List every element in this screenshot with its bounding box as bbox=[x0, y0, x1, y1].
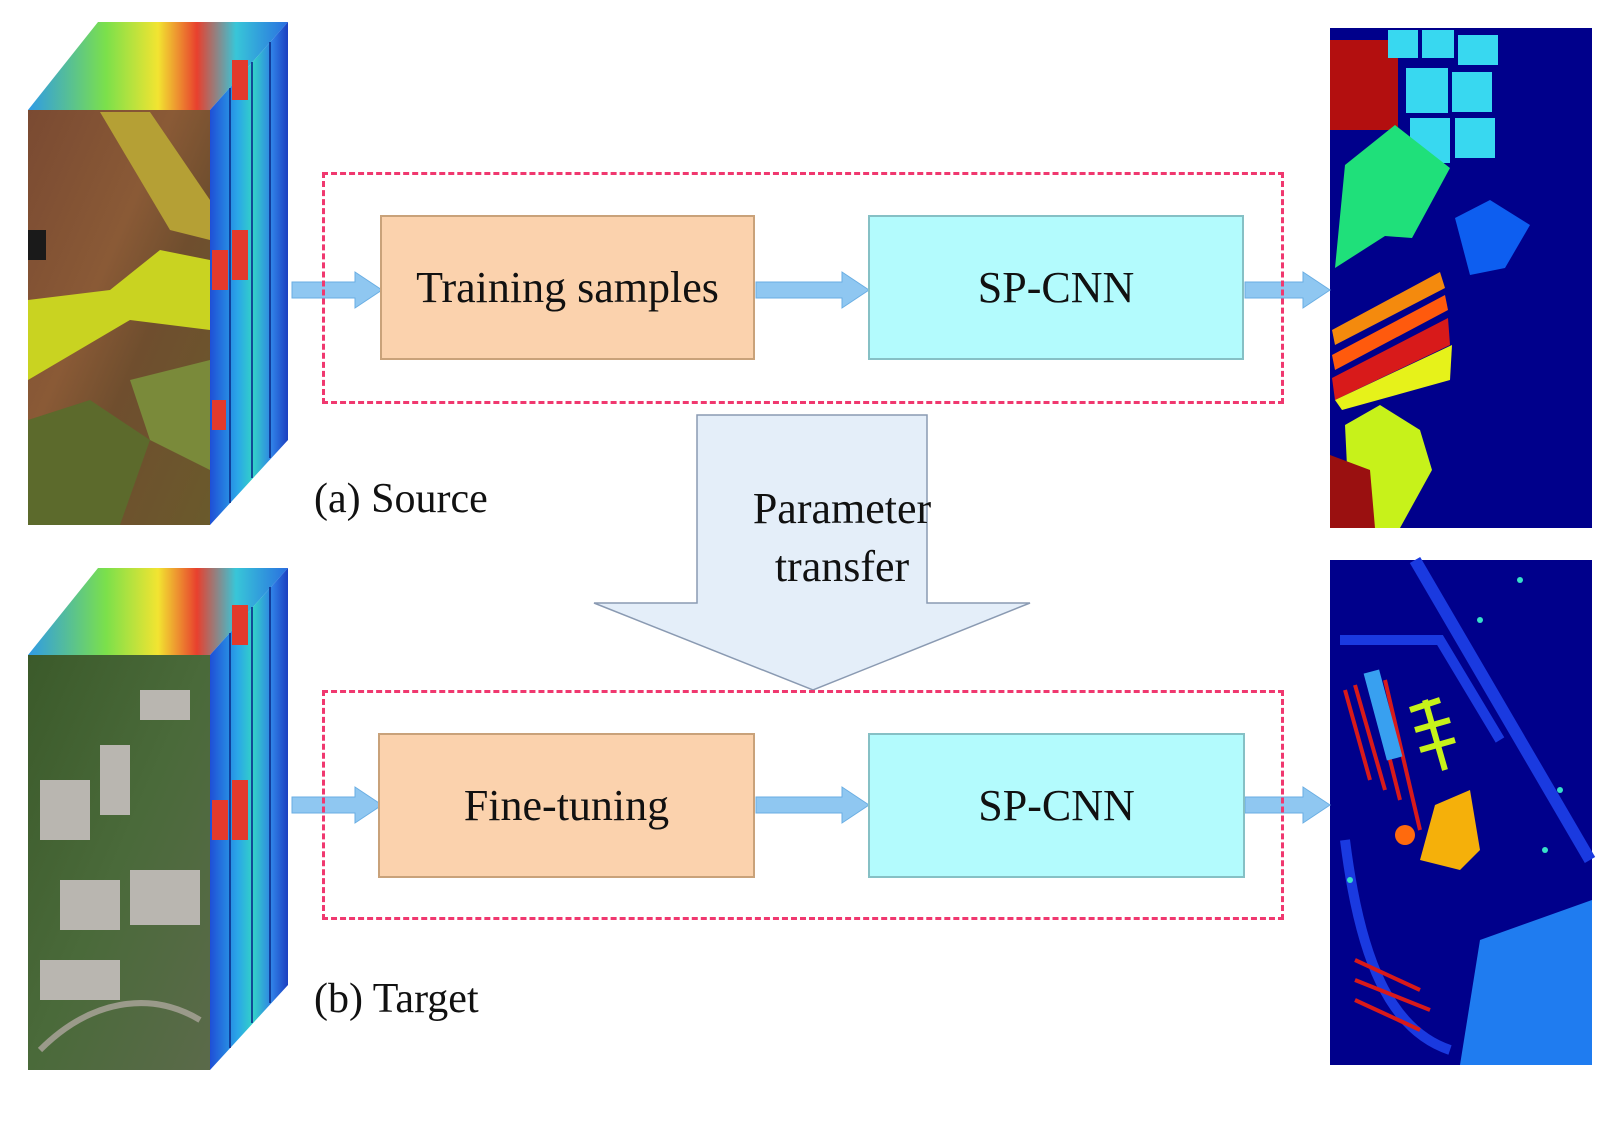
source-output-arrow bbox=[1244, 271, 1331, 309]
target-input-arrow bbox=[291, 786, 383, 824]
training-samples-label: Training samples bbox=[416, 263, 719, 312]
target-map-yellow-structure bbox=[1409, 697, 1456, 771]
fine-tuning-box: Fine-tuning bbox=[378, 733, 755, 878]
parameter-transfer-arrow bbox=[593, 414, 1031, 691]
parameter-transfer-line2: transfer bbox=[774, 542, 910, 591]
target-output-arrow bbox=[1244, 786, 1331, 824]
target-map-orange-dot bbox=[1395, 825, 1415, 845]
target-classification-map bbox=[1330, 556, 1596, 1065]
source-dashed-frame bbox=[322, 172, 1284, 404]
source-input-arrow bbox=[291, 271, 383, 309]
target-cube-buildings bbox=[40, 690, 200, 1000]
source-classification-map bbox=[1330, 28, 1592, 528]
source-cube-fields bbox=[28, 112, 210, 525]
source-cube-image bbox=[28, 22, 288, 525]
source-sp-cnn-label: SP-CNN bbox=[977, 263, 1135, 312]
target-map-blue-region bbox=[1460, 900, 1592, 1065]
source-map-blue-field bbox=[1455, 200, 1530, 275]
target-middle-arrow bbox=[755, 786, 870, 824]
target-map-road-diagonal bbox=[1409, 556, 1596, 864]
source-map-green-field bbox=[1335, 125, 1450, 268]
target-cube-front bbox=[28, 655, 210, 1070]
training-samples-box: Training samples bbox=[380, 215, 755, 360]
parameter-transfer-label: Parameter transfer bbox=[712, 480, 972, 596]
target-dashed-frame bbox=[322, 690, 1284, 920]
target-caption: (b) Target bbox=[314, 976, 479, 1022]
source-sp-cnn-box: SP-CNN bbox=[868, 215, 1244, 360]
source-cube-red-bands bbox=[212, 60, 248, 430]
source-map-darkred-field bbox=[1330, 455, 1375, 528]
target-sp-cnn-label: SP-CNN bbox=[978, 781, 1135, 830]
source-map-orange-stripes bbox=[1332, 272, 1452, 410]
source-middle-arrow bbox=[755, 271, 870, 309]
target-cube-side-bands bbox=[229, 587, 271, 1048]
target-map-blue-strip bbox=[1363, 669, 1403, 761]
target-map-orange-building bbox=[1420, 790, 1480, 870]
target-arrows bbox=[291, 786, 1331, 824]
source-caption: (a) Source bbox=[314, 476, 488, 522]
source-cube-top bbox=[28, 22, 288, 110]
source-map-red-field bbox=[1330, 40, 1398, 130]
source-arrows bbox=[291, 271, 1331, 309]
target-sp-cnn-box: SP-CNN bbox=[868, 733, 1245, 878]
target-map-cyan-dots bbox=[1347, 577, 1563, 883]
fine-tuning-label: Fine-tuning bbox=[463, 781, 670, 830]
target-cube-top bbox=[28, 568, 288, 655]
target-cube-road bbox=[37, 1000, 202, 1053]
parameter-transfer-line1: Parameter bbox=[752, 484, 932, 533]
target-cube-image bbox=[28, 568, 288, 1070]
target-cube-red-bands bbox=[212, 605, 248, 840]
source-cube-side-bands bbox=[229, 42, 271, 503]
